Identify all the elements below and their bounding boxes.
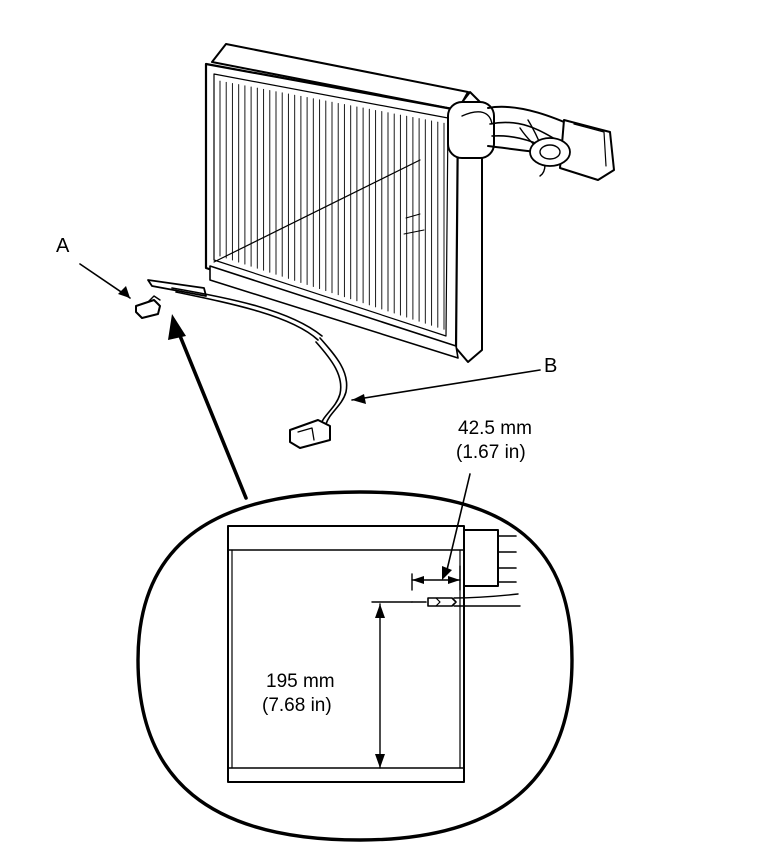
sensor-clip (135, 295, 161, 319)
dimension-leader (445, 473, 471, 575)
callout-label-a: A (56, 235, 70, 257)
detail-view (136, 473, 574, 842)
callout-label-b: B (544, 355, 558, 377)
offset-dimension-metric: 42.5 mm (458, 418, 532, 439)
temperature-sensor (147, 279, 348, 449)
leader-line-b (351, 369, 541, 401)
sensor-connector (289, 419, 331, 449)
height-dimension-imperial: (7.68 in) (262, 695, 332, 716)
evaporator-pipes (447, 101, 615, 181)
offset-dimension-imperial: (1.67 in) (456, 442, 526, 463)
evaporator-core (204, 43, 483, 363)
evaporator-fins (219, 80, 445, 330)
height-dimension-metric: 195 mm (266, 671, 335, 692)
detail-arrow (174, 324, 248, 500)
